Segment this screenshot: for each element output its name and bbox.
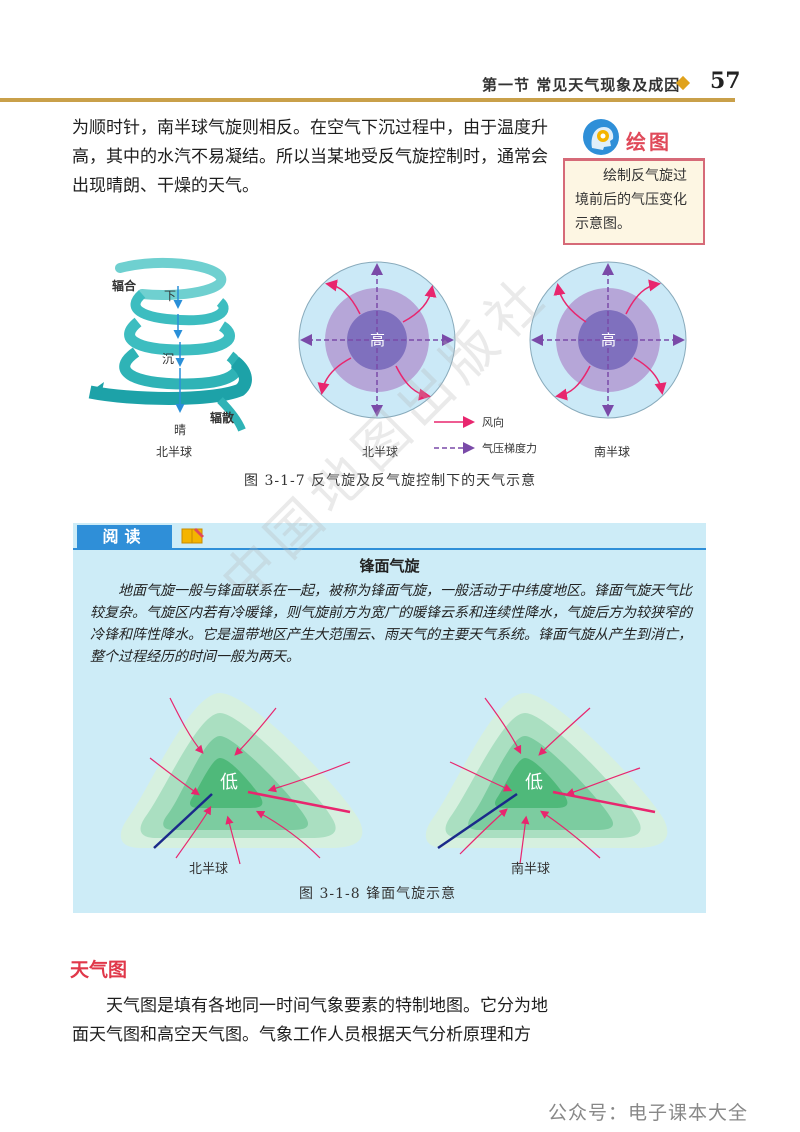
anticyclone-spiral xyxy=(88,257,252,432)
frontal-cyclone-south xyxy=(425,693,668,865)
section-heading: 天气图 xyxy=(70,959,128,981)
book-icon xyxy=(181,528,204,544)
center-high-north: 高 xyxy=(370,331,385,349)
anticyclone-north xyxy=(298,261,456,419)
anticyclone-south xyxy=(529,261,687,419)
draw-box-title: 绘图 xyxy=(626,130,672,154)
header-section-title: 第一节 常见天气现象及成因 xyxy=(482,76,681,94)
reading-text: 地面气旋一般与锋面联系在一起，被称为锋面气旋，一般活动于中纬度地区。锋面气旋天气… xyxy=(90,583,692,665)
reading-title: 锋面气旋 xyxy=(359,557,420,575)
draw-box xyxy=(563,158,705,245)
page-number: 57 xyxy=(710,68,741,94)
figure1-caption: 图 3-1-7 反气旋及反气旋控制下的天气示意 xyxy=(244,473,537,489)
watermark: 公众号：电子课本大全 xyxy=(548,1102,749,1124)
sublabel-south-cyclone: 南半球 xyxy=(511,862,551,877)
label-down: 下 xyxy=(164,289,176,303)
center-low-south: 低 xyxy=(525,772,543,793)
center-high-south: 高 xyxy=(601,331,616,349)
sublabel-south: 南半球 xyxy=(594,444,630,459)
figure-anticyclone: 辐合 下 沉 晴 辐散 高 高 风向 气压梯度力 北半球 北半球 南 xyxy=(88,257,687,459)
reading-tab-line xyxy=(73,548,706,550)
figure-frontal-cyclone: 低 低 xyxy=(120,693,668,865)
figure2-caption: 图 3-1-8 锋面气旋示意 xyxy=(299,886,457,902)
draw-box-text: 绘制反气旋过境前后的气压变化示意图。 xyxy=(575,168,687,232)
label-sink: 沉 xyxy=(162,352,174,366)
sublabel-spiral: 北半球 xyxy=(156,445,192,459)
reading-tab: 阅读 xyxy=(77,525,172,549)
header-rule xyxy=(0,98,735,102)
sublabel-north: 北半球 xyxy=(362,445,398,459)
frontal-cyclone-north xyxy=(120,693,363,865)
gear-head-icon xyxy=(583,119,619,155)
label-sunny: 晴 xyxy=(174,423,186,437)
sublabel-north-cyclone: 北半球 xyxy=(189,862,229,877)
center-low-north: 低 xyxy=(220,772,238,793)
paragraph-anticyclone: 为顺时针，南半球气旋则相反。在空气下沉过程中，由于温度升高，其中的水汽不易凝结。… xyxy=(72,118,548,196)
paragraph-weather-map: 天气图是填有各地同一时间气象要素的特制地图。它分为地面天气图和高空天气图。气象工… xyxy=(72,996,548,1045)
label-diverge: 辐散 xyxy=(210,410,235,425)
legend-wind-label: 风向 xyxy=(482,415,504,429)
label-converge: 辐合 xyxy=(112,278,137,293)
legend-pressure-label: 气压梯度力 xyxy=(482,441,537,455)
